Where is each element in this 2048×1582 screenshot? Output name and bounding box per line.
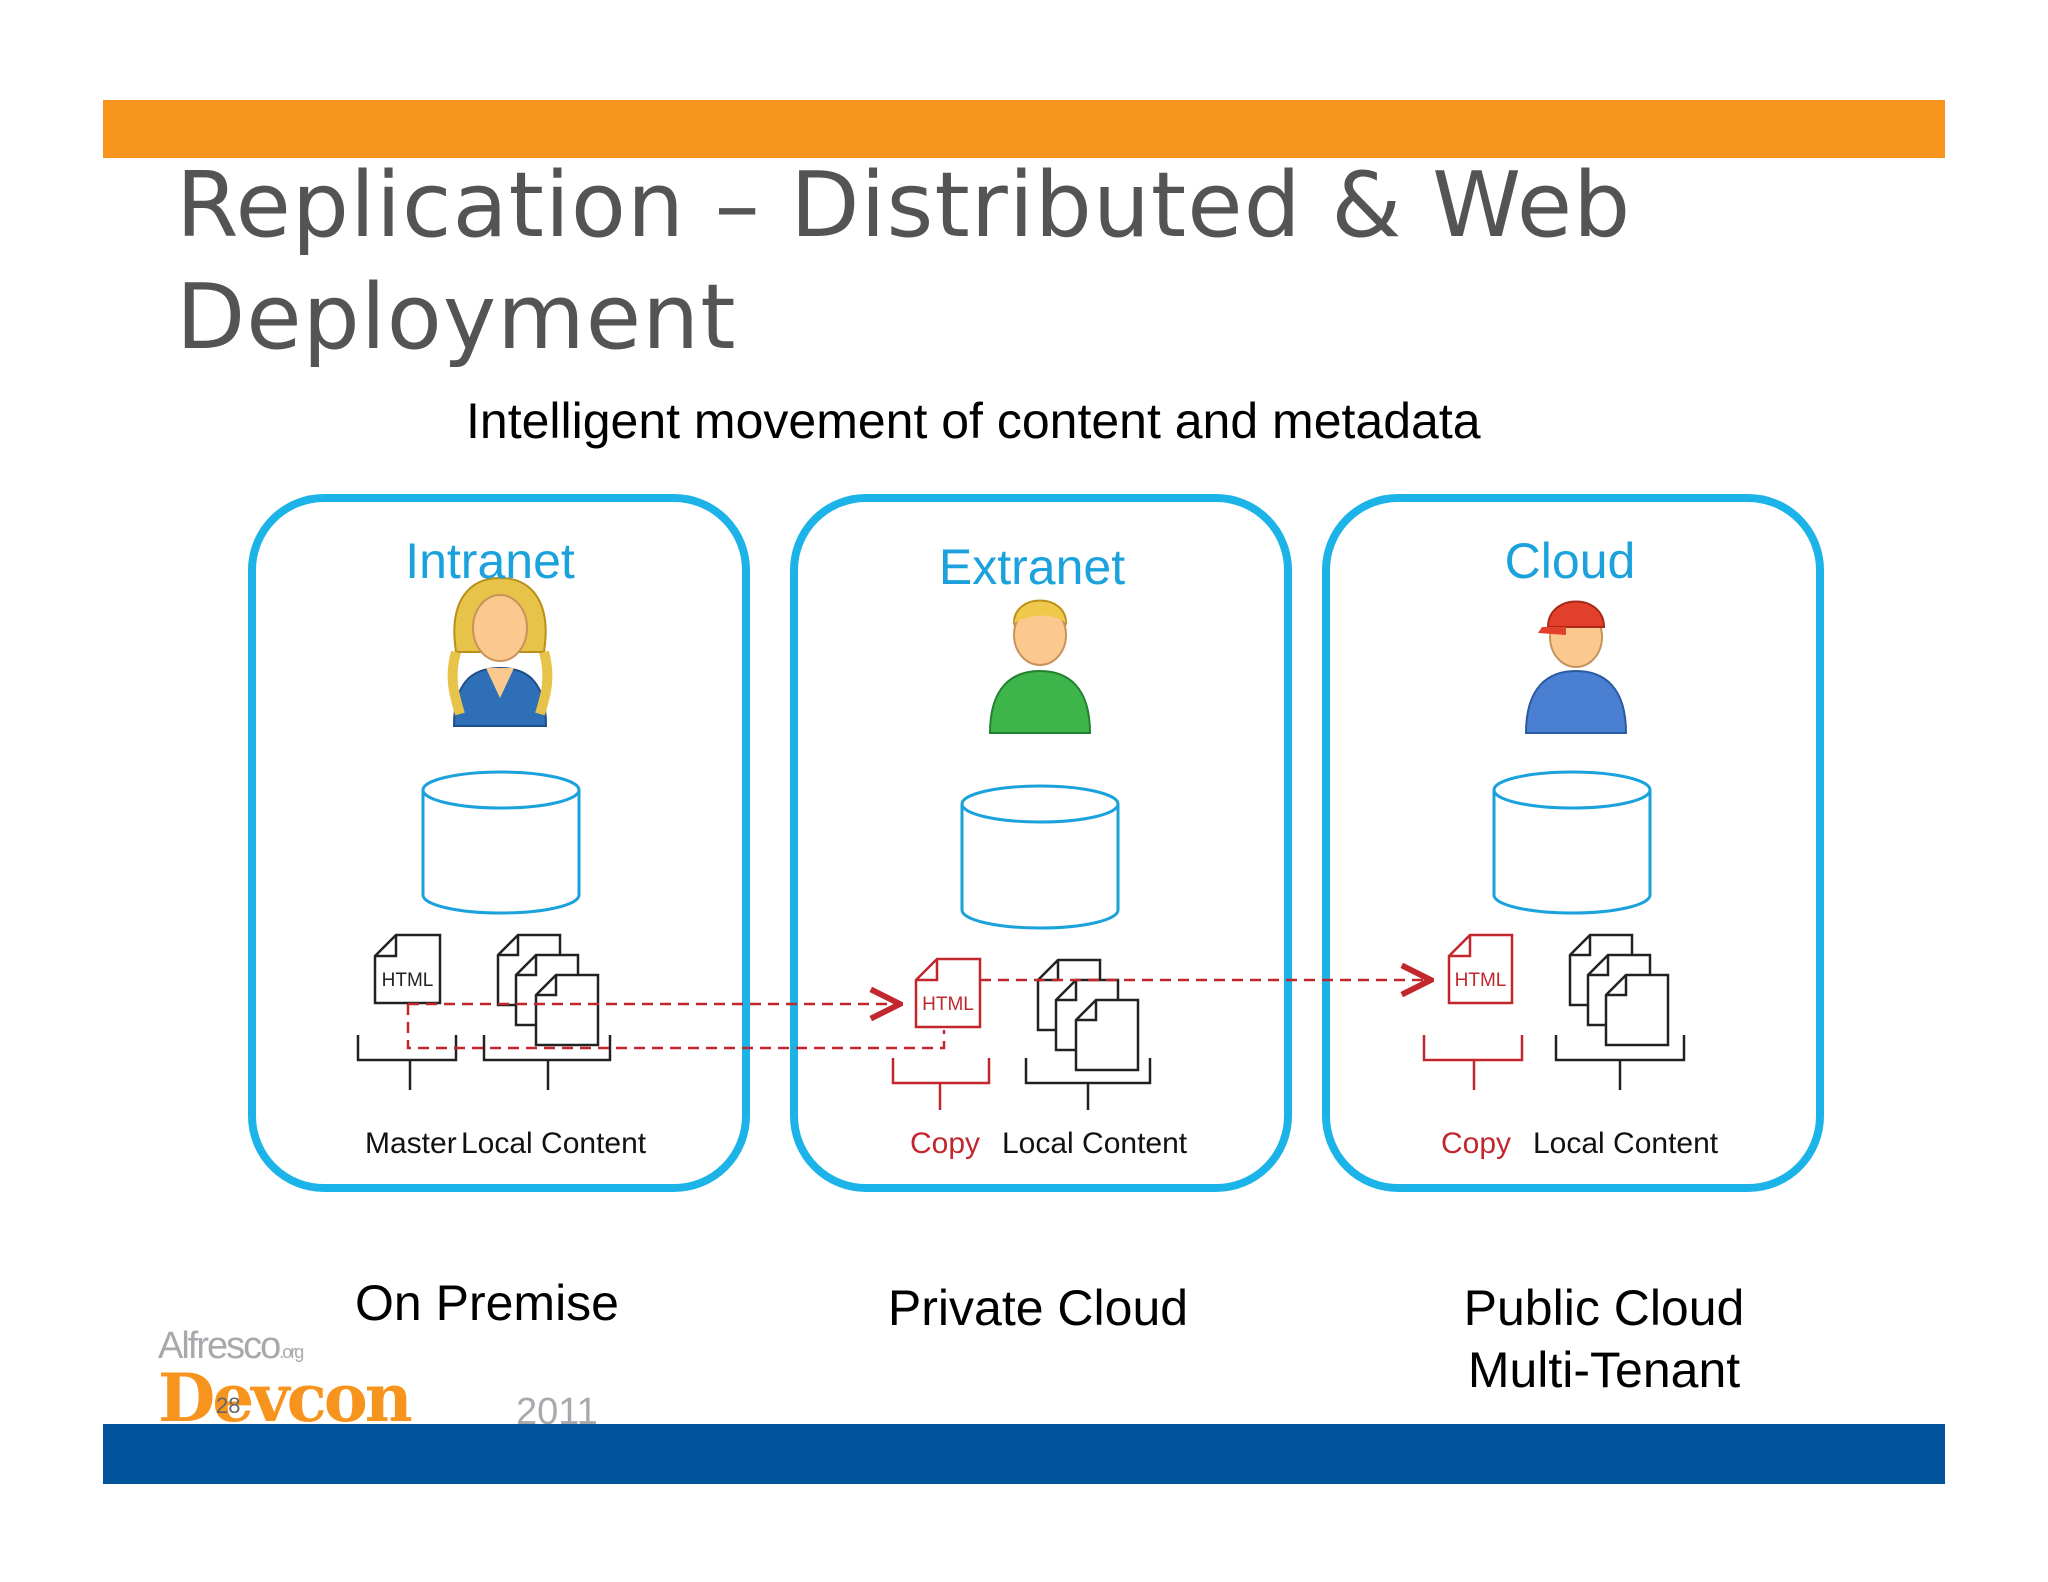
zone-title-intranet: Intranet <box>405 533 575 589</box>
brace-copy <box>891 1058 991 1110</box>
zone-box-intranet <box>248 494 750 1192</box>
logo-event: Devcon <box>158 1359 413 1437</box>
user-with-cap-icon <box>1524 600 1628 734</box>
zone-box-extranet <box>790 494 1292 1192</box>
male-user-icon <box>988 599 1092 734</box>
header-bar <box>103 100 1945 158</box>
html-file-label: HTML <box>922 994 974 1015</box>
replication-arrow <box>406 980 1428 1050</box>
database-icon <box>1492 770 1652 915</box>
local-content-label: Local Content <box>461 1127 647 1160</box>
brace-local-content <box>1554 1035 1686 1090</box>
female-user-icon <box>447 576 553 727</box>
local-content-label: Local Content <box>1002 1127 1188 1160</box>
slide-subtitle: Intelligent movement of content and meta… <box>466 393 1481 449</box>
devcon-logo: Alfresco.org Devcon 2011 28 <box>158 1325 618 1433</box>
logo-brand: Alfresco <box>158 1325 281 1367</box>
html-file-label: HTML <box>381 970 434 991</box>
page-number: 28 <box>216 1393 241 1418</box>
copy-label: Copy <box>910 1127 981 1160</box>
brace-local-content <box>482 1035 612 1090</box>
documents-stack-icon <box>496 933 600 1047</box>
brace-master <box>356 1035 458 1090</box>
documents-stack-icon <box>1568 933 1670 1047</box>
master-label: Master <box>365 1127 457 1160</box>
zone-title-extranet: Extranet <box>938 539 1126 595</box>
html-file-label: HTML <box>1454 970 1507 991</box>
local-content-label: Local Content <box>1533 1127 1719 1160</box>
html-file-icon <box>914 957 982 1029</box>
brace-local-content <box>1024 1058 1152 1110</box>
deployment-label-on-premise: On Premise <box>355 1275 619 1331</box>
zone-title-cloud: Cloud <box>1504 533 1636 589</box>
brace-copy <box>1422 1035 1524 1090</box>
database-icon <box>421 770 581 915</box>
deployment-label-private-cloud: Private Cloud <box>887 1280 1189 1336</box>
logo-suffix: .org <box>279 1342 304 1362</box>
database-icon <box>960 784 1120 930</box>
slide-title: Replication – Distributed & Web Deployme… <box>176 153 1632 370</box>
documents-stack-icon <box>1036 958 1140 1072</box>
html-file-icon <box>373 933 442 1005</box>
copy-label: Copy <box>1441 1127 1512 1160</box>
html-file-icon <box>1447 933 1514 1005</box>
zone-box-cloud <box>1322 494 1824 1192</box>
logo-alfresco: Alfresco.org <box>158 1325 304 1368</box>
footer-bar <box>103 1424 1945 1484</box>
deployment-label-public-cloud: Public Cloud <box>1463 1280 1745 1336</box>
deployment-label-multi-tenant: Multi-Tenant <box>1467 1342 1741 1398</box>
